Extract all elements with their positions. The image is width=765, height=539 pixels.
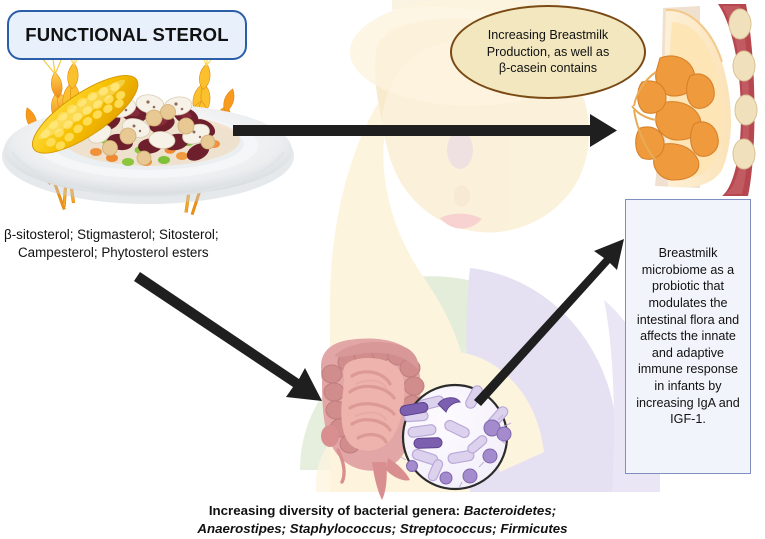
legume-mound: [64, 94, 240, 166]
plate-of-legumes-corn-wheat: [2, 42, 294, 216]
callout-line-3: β-casein contains: [498, 61, 598, 76]
genera-line-2: Anaerostipes; Staphylococcus; Streptococ…: [197, 521, 568, 536]
genera-lead: Increasing diversity of bacterial genera…: [208, 503, 464, 518]
arrow-intestine-to-microbiome: [474, 239, 624, 406]
breast-cross-section-anatomy: [631, 4, 758, 196]
corn-cob: [31, 75, 139, 154]
bacterial-genera-caption: Increasing diversity of bacterial genera…: [0, 502, 765, 538]
breastmilk-callout-text: Increasing Breastmilk Production, as wel…: [475, 27, 622, 76]
sterol-line-1: β-sitosterol; Stigmasterol; Sitosterol;: [4, 227, 219, 242]
genera-line-1: Bacteroidetes;: [463, 503, 557, 518]
sterol-line-2: Campesterol; Phytosterol esters: [18, 244, 209, 260]
functional-sterol-title-box: FUNCTIONAL STEROL: [7, 10, 247, 60]
arrow-food-to-breast: [233, 114, 617, 147]
intestine-with-bacteria-magnifier: [321, 338, 512, 500]
callout-line-2: Production, as well as: [486, 44, 610, 59]
breastmilk-production-callout: Increasing Breastmilk Production, as wel…: [450, 5, 646, 99]
callout-line-1: Increasing Breastmilk: [487, 28, 609, 43]
arrow-food-to-intestine: [134, 272, 322, 401]
breastmilk-microbiome-box: Breastmilk microbiome as a probiotic tha…: [625, 199, 751, 474]
sterol-list-caption: β-sitosterol; Stigmasterol; Sitosterol; …: [4, 226, 294, 261]
microbiome-box-text: Breastmilk microbiome as a probiotic tha…: [636, 246, 740, 427]
page-title: FUNCTIONAL STEROL: [25, 24, 229, 45]
bacteria-magnifier: [399, 383, 512, 491]
